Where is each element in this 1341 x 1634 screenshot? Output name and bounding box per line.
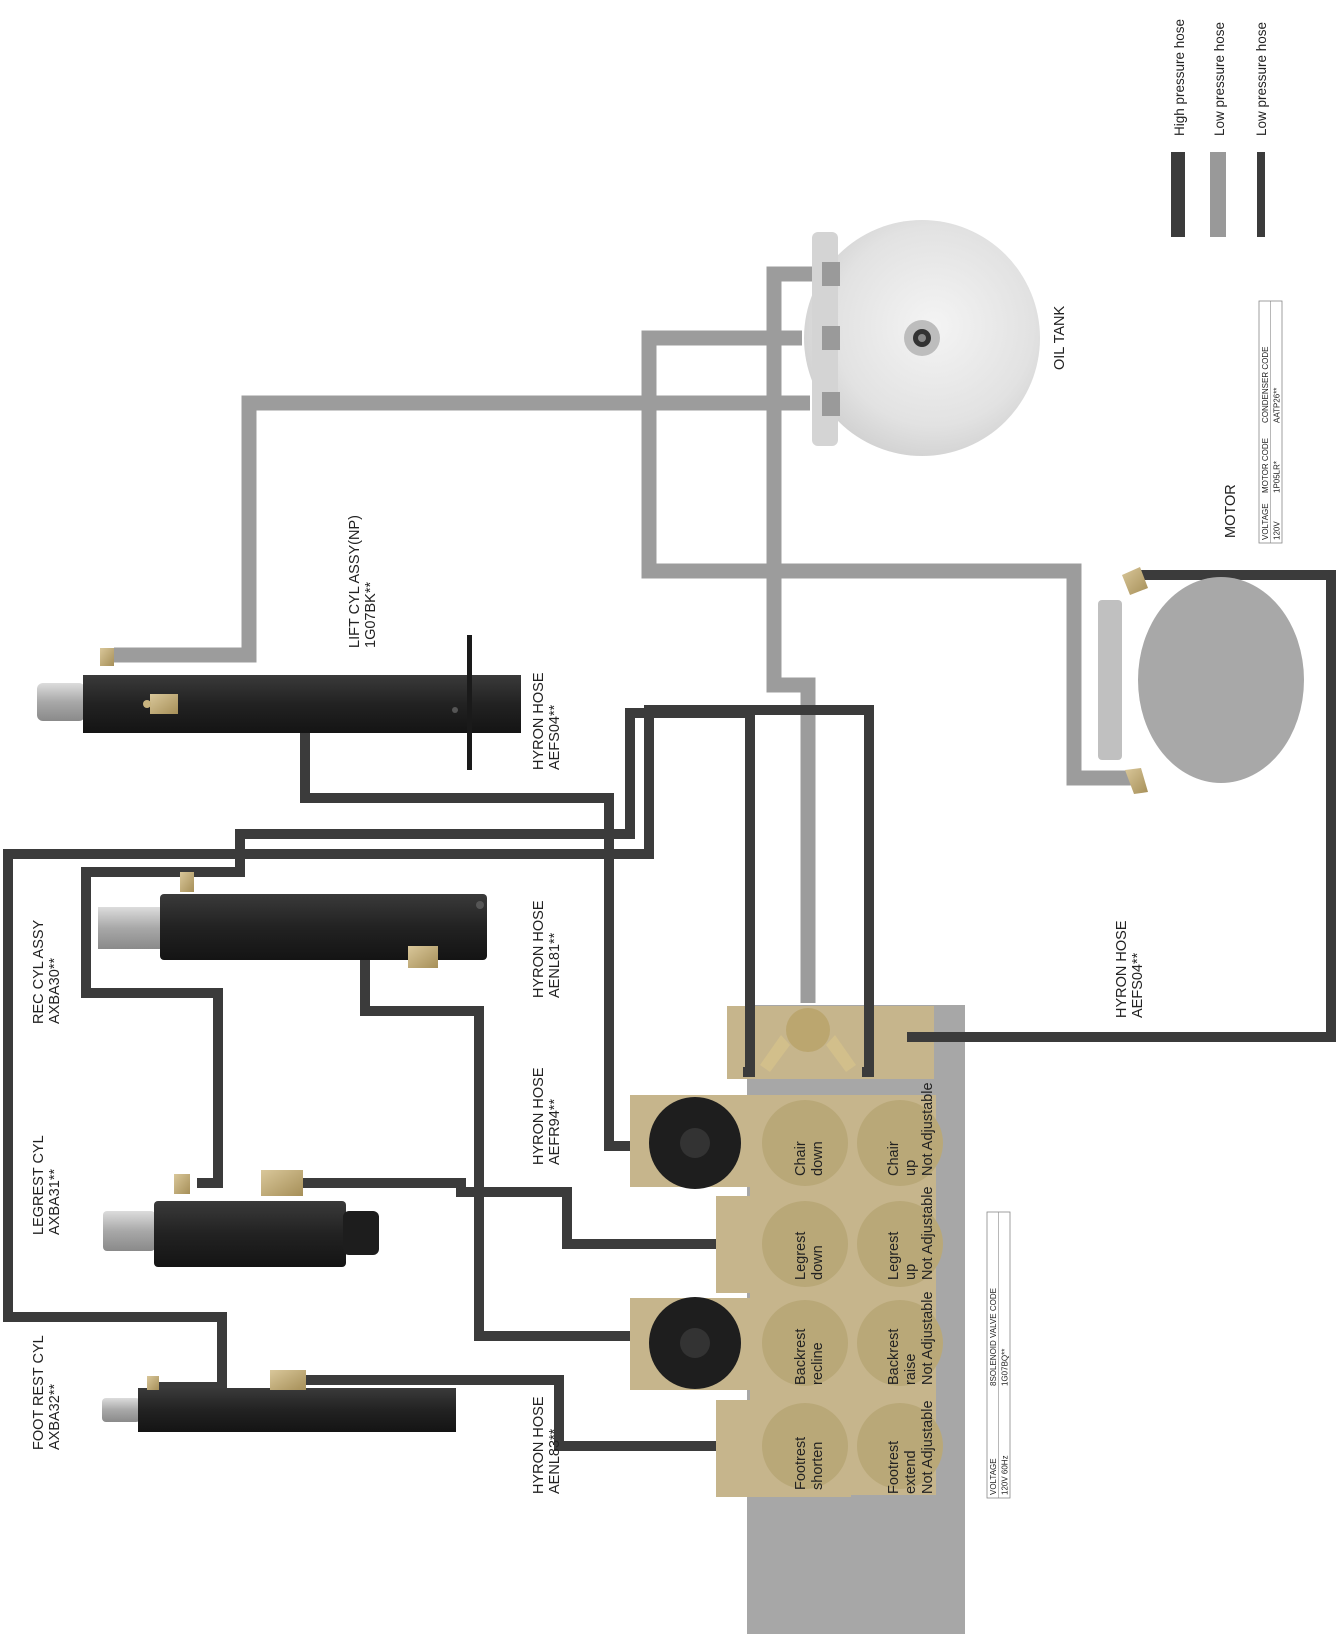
footrest-cyl-code: AXBA32**	[47, 1384, 63, 1450]
motor-table-header-voltage: VOLTAGE	[1261, 503, 1270, 540]
rec-cyl-name: REC CYL ASSY	[31, 919, 47, 1024]
hose-aenl81-label: HYRON HOSE AENL81**	[531, 900, 563, 998]
legend-swatch-high-pressure	[1171, 152, 1185, 237]
motor-table-header-condenser-code: CONDENSER CODE	[1261, 347, 1270, 423]
oil-tank-label: OIL TANK	[1052, 305, 1068, 370]
lift-cylinder-label: LIFT CYL ASSY(NP) 1G07BK**	[347, 515, 379, 648]
valve-legrest-down-l2: down	[810, 1245, 826, 1280]
valve-table-voltage: 120V 60Hz	[1001, 1455, 1010, 1495]
valve-chair-down-l1: Chair	[793, 1141, 809, 1176]
valve-backrest-raise-l1: Backrest	[886, 1329, 902, 1385]
valve-table-code: 1G07BQ**	[1001, 1349, 1010, 1386]
valve-table-header-code: 8SOLENOID VALVE CODE	[989, 1288, 998, 1386]
valve-footrest-extend-l2: extend	[903, 1450, 919, 1494]
legend-swatch-low-pressure-thin	[1257, 152, 1265, 237]
valve-backrest-recline-l1: Backrest	[793, 1329, 809, 1385]
motor	[1098, 567, 1304, 794]
legend-label-low-pressure-thin: Low pressure hose	[1254, 22, 1269, 136]
hose-code: AEFS04**	[547, 704, 563, 770]
hose-name: HYRON HOSE	[1114, 920, 1130, 1018]
hose-code: AEFS04**	[1130, 952, 1146, 1018]
hose-aenl83-label: HYRON HOSE AENL83**	[531, 1396, 563, 1494]
motor-label: MOTOR	[1223, 484, 1239, 538]
rec-cylinder	[98, 872, 487, 968]
valve-labels: Chair down Legrest down Backrest recline…	[793, 1082, 936, 1494]
valve-chair-up-l3: Not Adjustable	[920, 1082, 936, 1176]
legrest-cylinder	[103, 1170, 379, 1267]
motor-table-condenser-code: AATP26**	[1273, 388, 1282, 423]
hose-aefr94-label: HYRON HOSE AEFR94**	[531, 1067, 563, 1165]
motor-table-voltage: 120V	[1273, 521, 1282, 540]
footrest-cyl-name: FOOT REST CYL	[31, 1335, 47, 1450]
hose-name: HYRON HOSE	[531, 900, 547, 998]
rec-cyl-code: AXBA30**	[47, 958, 63, 1024]
valve-backrest-raise-l3: Not Adjustable	[920, 1291, 936, 1385]
valve-chair-down-l2: down	[810, 1141, 826, 1176]
legend: High pressure hose Low pressure hose Low…	[1171, 19, 1269, 237]
hose-name: HYRON HOSE	[531, 1396, 547, 1494]
valve-legrest-down-l1: Legrest	[793, 1232, 809, 1280]
motor-table-header-motor-code: MOTOR CODE	[1261, 438, 1270, 493]
valve-chair-up-l1: Chair	[886, 1141, 902, 1176]
valve-footrest-extend-l1: Footrest	[886, 1441, 902, 1494]
motor-table-motor-code: 1P05LR*	[1273, 461, 1282, 493]
footrest-cylinder-label: FOOT REST CYL AXBA32**	[31, 1335, 63, 1450]
high-pressure-hoses	[3, 570, 1336, 1451]
valve-footrest-shorten-l2: shorten	[810, 1442, 826, 1490]
valve-legrest-up-l3: Not Adjustable	[920, 1186, 936, 1280]
footrest-cylinder	[102, 1370, 456, 1432]
hose-name: HYRON HOSE	[531, 672, 547, 770]
valve-backrest-recline-l2: recline	[810, 1342, 826, 1385]
valve-footrest-shorten-l1: Footrest	[793, 1437, 809, 1490]
legrest-cyl-code: AXBA31**	[47, 1169, 63, 1235]
lift-cylinder	[37, 635, 521, 770]
oil-tank	[804, 220, 1040, 456]
valve-footrest-extend-l3: Not Adjustable	[920, 1400, 936, 1494]
valve-table-header-voltage: VOLTAGE	[989, 1458, 998, 1495]
legrest-cyl-name: LEGREST CYL	[31, 1135, 47, 1235]
legrest-cylinder-label: LEGREST CYL AXBA31**	[31, 1135, 63, 1235]
hose-code: AENL83**	[547, 1428, 563, 1494]
motor-spec-table: VOLTAGE MOTOR CODE CONDENSER CODE 120V 1…	[1258, 300, 1283, 544]
hose-aefs04-top-label: HYRON HOSE AEFS04**	[531, 672, 563, 770]
valve-blocks	[630, 1008, 943, 1497]
valve-spec-table: VOLTAGE 8SOLENOID VALVE CODE 120V 60Hz 1…	[986, 1211, 1011, 1499]
legend-swatch-low-pressure-thick	[1210, 152, 1226, 237]
lift-cyl-code: 1G07BK**	[363, 582, 379, 648]
hose-code: AENL81**	[547, 932, 563, 998]
valve-legrest-up-l2: up	[903, 1264, 919, 1280]
hose-code: AEFR94**	[547, 1099, 563, 1165]
valve-legrest-up-l1: Legrest	[886, 1232, 902, 1280]
valve-chair-up-l2: up	[903, 1160, 919, 1176]
lift-cyl-name: LIFT CYL ASSY(NP)	[347, 515, 363, 648]
low-pressure-hoses	[114, 266, 1133, 1003]
hose-aefs04-right-label: HYRON HOSE AEFS04**	[1114, 920, 1146, 1018]
legend-label-low-pressure-thick: Low pressure hose	[1212, 22, 1227, 136]
hose-name: HYRON HOSE	[531, 1067, 547, 1165]
legend-label-high-pressure: High pressure hose	[1172, 19, 1187, 136]
valve-backrest-raise-l2: raise	[903, 1354, 919, 1385]
rec-cylinder-label: REC CYL ASSY AXBA30**	[31, 919, 63, 1024]
